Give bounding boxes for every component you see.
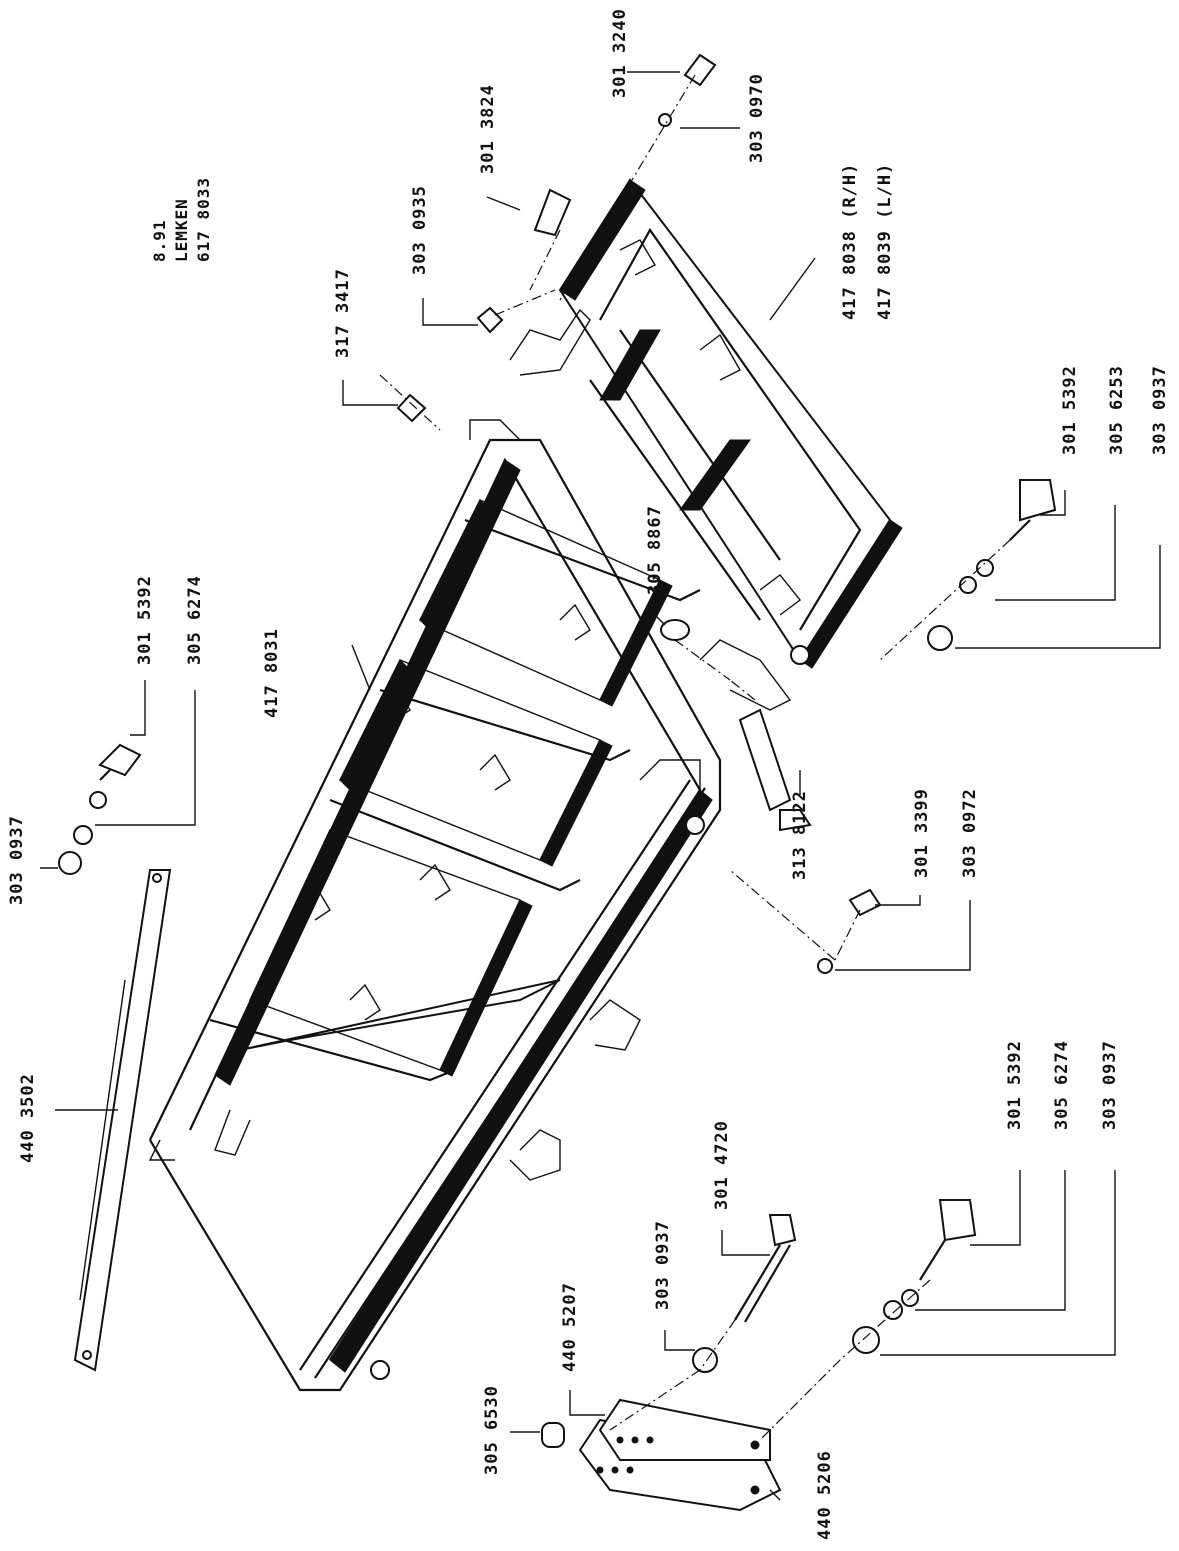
- label-305-8867: 305 8867: [645, 505, 665, 595]
- label-313-8122: 313 8122: [790, 790, 810, 880]
- label-417-8039: 417 8039 (L/H): [875, 162, 895, 320]
- label-301-3824: 301 3824: [478, 84, 498, 174]
- label-417-8038: 417 8038 (R/H): [840, 162, 860, 320]
- label-303-0937-right: 303 0937: [1150, 365, 1170, 455]
- label-303-0937-bottom: 303 0937: [1100, 1040, 1120, 1130]
- label-303-0935: 303 0935: [410, 185, 430, 275]
- label-303-0970: 303 0970: [747, 73, 767, 163]
- label-305-6530: 305 6530: [482, 1385, 502, 1475]
- label-303-0937-top: 303 0937: [7, 815, 27, 905]
- side-frame-417-8038: [509, 178, 903, 711]
- label-417-8031: 417 8031: [262, 628, 282, 718]
- label-440-3502: 440 3502: [18, 1073, 38, 1163]
- hitch-brackets-440-5206: [578, 1398, 782, 1512]
- assembly-center-lines: [379, 74, 1011, 1441]
- label-440-5206: 440 5206: [815, 1450, 835, 1540]
- label-305-6274-bottom: 305 6274: [1052, 1040, 1072, 1130]
- drawing-date: 8.91: [150, 219, 169, 262]
- label-303-0972: 303 0972: [960, 788, 980, 878]
- label-301-4720: 301 4720: [712, 1120, 732, 1210]
- label-305-6274-top: 305 6274: [185, 575, 205, 665]
- brand-name: LEMKEN: [172, 198, 191, 262]
- main-frame-417-8031: [148, 419, 722, 1392]
- label-301-3240: 301 3240: [610, 8, 630, 98]
- drawing-number: 617 8033: [194, 176, 213, 262]
- bar-440-3502: [73, 869, 172, 1372]
- label-317-3417: 317 3417: [333, 268, 353, 358]
- label-440-5207: 440 5207: [560, 1282, 580, 1372]
- label-303-0937-mid: 303 0937: [653, 1220, 673, 1310]
- label-301-5392-top: 301 5392: [135, 575, 155, 665]
- fasteners: [58, 53, 1057, 1448]
- label-301-5392-bottom: 301 5392: [1005, 1040, 1025, 1130]
- label-305-6253: 305 6253: [1107, 365, 1127, 455]
- label-301-3399: 301 3399: [912, 788, 932, 878]
- label-301-5392-right: 301 5392: [1060, 365, 1080, 455]
- leader-lines: [40, 71, 1161, 1501]
